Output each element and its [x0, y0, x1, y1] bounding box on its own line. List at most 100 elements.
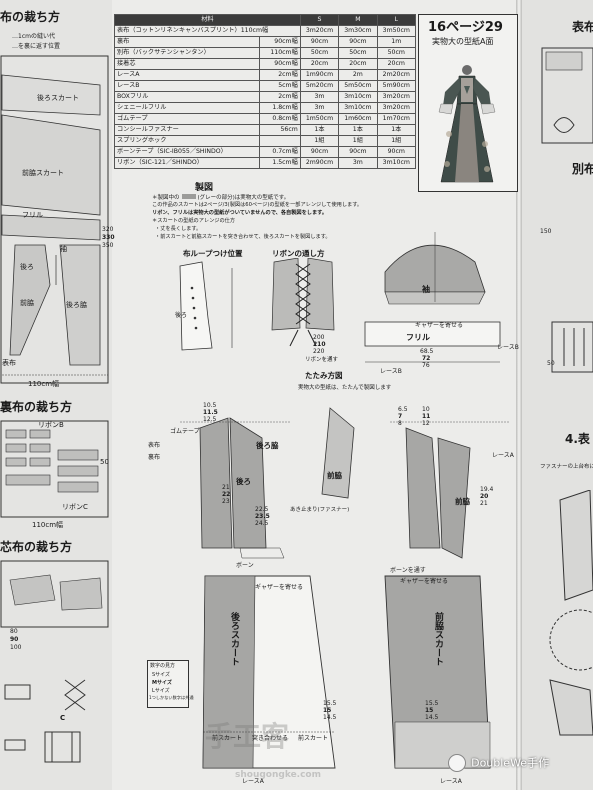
table-cell: 2cm幅	[258, 91, 301, 103]
skirt-label-ushiro: 後ろスカート	[229, 612, 239, 666]
left-heading-top: 布の裁ち方	[0, 10, 61, 24]
table-cell: 3m	[299, 91, 340, 103]
page-binding	[516, 0, 522, 790]
bodice-label-bone: ボーン	[236, 562, 254, 569]
loop-diagram	[179, 261, 233, 351]
bodice-num-7: 7	[398, 413, 403, 420]
table-cell: 20cm	[299, 58, 340, 70]
table-cell: 90cm	[338, 146, 378, 158]
table-cell: 50cm	[299, 47, 340, 59]
table-cell: 表布（コットンリネンキャンバスプリント）110cm幅	[114, 25, 301, 37]
bodice-num-11: 11	[422, 413, 431, 420]
right-heading-1: 表布	[572, 20, 593, 34]
sewing-note-1a: ＊製図中の	[152, 195, 180, 201]
left-num-80: 80	[10, 628, 18, 635]
gray-swatch	[181, 194, 196, 199]
table-cell: 3m20cm	[299, 25, 340, 37]
table-cell: レースB	[114, 80, 260, 92]
table-cell: 1本	[299, 124, 340, 136]
right-fastener-label: ファスナーの上台布に	[540, 464, 593, 470]
ribbon-num-200: 200	[313, 334, 325, 341]
sewing-note-1b: (グレーの部分)は実物大の型紙です。	[197, 195, 290, 201]
bodice-label-maewaki: 前脇	[327, 471, 342, 480]
left-note-1: …1cmの縫い代	[12, 33, 55, 40]
table-cell: 1組	[299, 135, 340, 147]
table-cell: 1.5cm幅	[258, 157, 301, 169]
left-width-110b: 110cm幅	[32, 521, 64, 529]
bodice-num-20: 20	[480, 493, 489, 500]
right-step-diagram	[549, 490, 593, 736]
table-cell: 90cm	[299, 146, 340, 158]
bodice-num-22-5: 22.5	[255, 506, 269, 513]
table-cell	[258, 135, 301, 147]
right-num-150: 150	[540, 228, 552, 235]
bodice-label-ushiro: 後ろ	[236, 477, 251, 486]
bodice-label-gomu: ゴムテープ	[170, 428, 200, 435]
right-page	[520, 0, 593, 790]
sewing-note-6: ・前スカートと前脇スカートを突き合わせて、後ろスカートを製図します。	[155, 234, 331, 240]
table-cell: 3m10cm	[338, 102, 378, 114]
loop-label-ushiro: 後ろ	[175, 312, 188, 319]
skirt-label-maewaki: 前脇スカート	[433, 612, 443, 666]
left-num-50: 50	[100, 458, 109, 466]
left-label-ribbon-b: リボンB	[38, 421, 64, 429]
right-heading-3: 4.表	[565, 432, 590, 446]
table-cell: ボーンテープ（SIC-IB055／SHINDO）	[114, 146, 260, 158]
table-cell: 5cm幅	[258, 80, 301, 92]
table-cell: 3m50cm	[376, 25, 417, 37]
right-num-50: 50	[547, 360, 555, 367]
left-num-320: 320	[102, 226, 114, 233]
wechat-brand: DoubleWe手作	[448, 752, 588, 774]
header-s: S	[299, 14, 340, 26]
size-legend-m: Mサイズ	[152, 680, 172, 686]
table-cell: 90cm幅	[258, 36, 301, 48]
table-cell: 2cm幅	[258, 69, 301, 81]
table-cell: 1m	[376, 36, 417, 48]
skirt-label-maesuka-2: 前スカート	[298, 735, 329, 742]
bodice-num-24-5: 24.5	[255, 520, 269, 527]
left-heading-bottom: 芯布の裁ち方	[0, 540, 73, 554]
left-label-c: C	[60, 714, 66, 722]
bodice-num-11-5: 11.5	[203, 409, 218, 416]
frill-lace-b-label: レースB	[497, 344, 519, 351]
table-cell: 3m10cm	[338, 91, 378, 103]
table-cell: 3m20cm	[376, 91, 417, 103]
left-label-ushiro-skirt: 後ろスカート	[37, 94, 79, 102]
skirt-num-15-5b: 15.5	[425, 700, 439, 707]
table-cell: 3m30cm	[338, 25, 378, 37]
pattern-subtitle: 実物大の型紙A面	[432, 37, 494, 46]
table-cell: 50cm	[376, 47, 417, 59]
watermark-url: shougongke.com	[235, 770, 321, 780]
bodice-num-21b: 21	[480, 500, 488, 507]
left-ura-layout	[0, 420, 109, 518]
table-cell: 3m10cm	[376, 157, 417, 169]
left-width-110: 110cm幅	[28, 380, 60, 388]
frill-num-72: 72	[422, 355, 431, 362]
skirt-num-15b: 15	[425, 707, 434, 714]
header-l: L	[376, 14, 417, 26]
tatami-heading: たたみ方図	[305, 371, 343, 380]
bodice-num-6-5: 6.5	[398, 406, 408, 413]
dress-illustration	[438, 65, 496, 183]
bodice-num-19-4: 19.4	[480, 486, 494, 493]
sleeve-frill-diagram	[364, 232, 501, 363]
table-cell: 1m60cm	[338, 113, 378, 125]
left-num-350: 350	[102, 242, 114, 249]
ribbon-num-220: 220	[313, 348, 325, 355]
table-cell: レースA	[114, 69, 260, 81]
bodice-num-10: 10	[422, 406, 430, 413]
left-small-diagrams	[4, 679, 86, 763]
bodice-label-fastener: あき止まり(ファスナー)	[290, 507, 350, 513]
sewing-note-4: ＊スカートの型紙のアレンジの仕方	[152, 218, 236, 224]
size-legend-s: Sサイズ	[152, 672, 171, 678]
table-cell: 1m50cm	[299, 113, 340, 125]
bodice-label-lace-a: レースA	[492, 452, 514, 459]
